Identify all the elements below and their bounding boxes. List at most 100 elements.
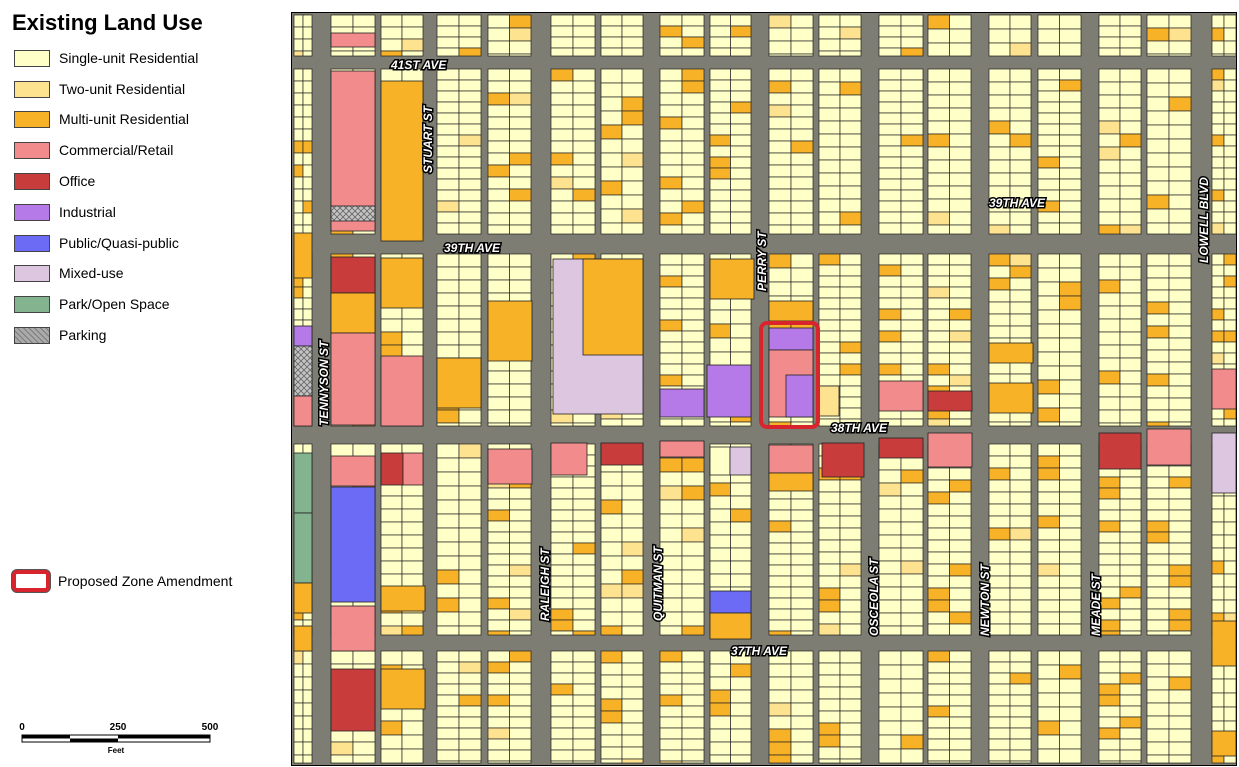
- parcel: [302, 38, 313, 52]
- parcel: [509, 27, 532, 42]
- parcel: [1098, 716, 1121, 729]
- parcel: [900, 534, 924, 549]
- parcel: [436, 749, 460, 762]
- city-block: [709, 68, 752, 235]
- parcel: [709, 547, 731, 562]
- parcel: [988, 253, 1011, 267]
- parcel: [1211, 90, 1225, 103]
- parcel: [927, 185, 950, 200]
- parcel: [949, 683, 972, 696]
- parcel: [949, 738, 972, 751]
- parcel: [380, 521, 403, 536]
- parcel: [1119, 716, 1142, 729]
- land-use-area: [436, 357, 482, 409]
- city-block: [600, 443, 644, 636]
- parcel: [487, 92, 510, 106]
- parcel: [900, 222, 924, 235]
- map-frame[interactable]: 41ST AVE 39TH AVE 39TH AVE 38TH AVE 37TH…: [291, 12, 1237, 766]
- parcel: [878, 275, 902, 288]
- land-use-area: [293, 625, 313, 652]
- land-use-area: [330, 32, 376, 48]
- parcel: [293, 650, 304, 665]
- parcel: [1146, 689, 1170, 704]
- parcel: [509, 553, 532, 566]
- land-use-area: [293, 395, 313, 427]
- parcel: [927, 683, 950, 696]
- parcel: [1059, 421, 1082, 427]
- land-use-map[interactable]: 41ST AVE 39TH AVE 39TH AVE 38TH AVE 37TH…: [292, 13, 1237, 765]
- parcel: [1037, 515, 1060, 529]
- parcel: [949, 68, 972, 83]
- parcel: [1211, 145, 1225, 158]
- parcel: [487, 212, 510, 226]
- land-use-area: [380, 355, 424, 427]
- parcel: [709, 482, 731, 497]
- parcel: [621, 124, 644, 140]
- parcel: [458, 716, 482, 729]
- parcel: [621, 485, 644, 501]
- parcel: [1146, 53, 1170, 57]
- parcel: [509, 597, 532, 610]
- parcel: [436, 597, 460, 613]
- parcel: [487, 253, 510, 268]
- legend-swatch: [14, 326, 50, 344]
- parcel: [380, 50, 403, 57]
- parcel: [818, 363, 841, 376]
- parcel: [681, 116, 705, 130]
- parcel: [878, 495, 902, 510]
- city-block: [709, 650, 752, 764]
- parcel: [458, 266, 482, 281]
- parcel: [458, 661, 482, 674]
- city-block: [1098, 14, 1142, 57]
- parcel: [768, 542, 792, 555]
- parcel: [659, 286, 683, 299]
- parcel: [1211, 167, 1225, 180]
- city-block: [988, 443, 1032, 636]
- parcel: [659, 47, 683, 57]
- parcel: [790, 650, 814, 665]
- parcel: [550, 36, 574, 49]
- parcel: [1037, 455, 1060, 469]
- parcel: [1168, 253, 1192, 267]
- parcel: [1119, 694, 1142, 707]
- street-label-raleigh-st: RALEIGH ST: [538, 547, 552, 621]
- parcel: [839, 26, 862, 40]
- parcel: [1037, 421, 1060, 427]
- parcel: [878, 599, 902, 614]
- parcel: [436, 527, 460, 543]
- parcel: [1146, 253, 1170, 267]
- parcel: [730, 156, 752, 169]
- parcel: [572, 738, 596, 751]
- parcel: [458, 738, 482, 751]
- parcel: [927, 650, 950, 663]
- parcel: [572, 92, 596, 106]
- parcel: [1119, 476, 1142, 489]
- parcel: [572, 608, 596, 621]
- parcel: [1098, 344, 1121, 359]
- parcel: [1119, 383, 1142, 398]
- parcel: [927, 503, 950, 517]
- parcel: [988, 159, 1011, 174]
- parcel: [1037, 145, 1060, 158]
- parcel: [927, 661, 950, 674]
- parcel: [302, 200, 313, 214]
- parcel: [401, 318, 424, 333]
- parcel: [1009, 211, 1032, 226]
- parcel: [550, 476, 574, 489]
- parcel: [900, 495, 924, 510]
- parcel: [681, 47, 705, 57]
- parcel: [487, 531, 510, 544]
- parcel: [681, 330, 705, 343]
- parcel: [681, 308, 705, 321]
- parcel: [839, 198, 862, 213]
- parcel: [293, 297, 304, 310]
- parcel: [790, 267, 814, 283]
- parcel: [302, 702, 313, 717]
- parcel: [949, 94, 972, 109]
- parcel: [1168, 531, 1192, 544]
- parcel: [487, 738, 510, 751]
- parcel: [550, 140, 574, 154]
- city-block: [1146, 443, 1192, 636]
- parcel: [1009, 81, 1032, 96]
- parcel: [550, 597, 574, 610]
